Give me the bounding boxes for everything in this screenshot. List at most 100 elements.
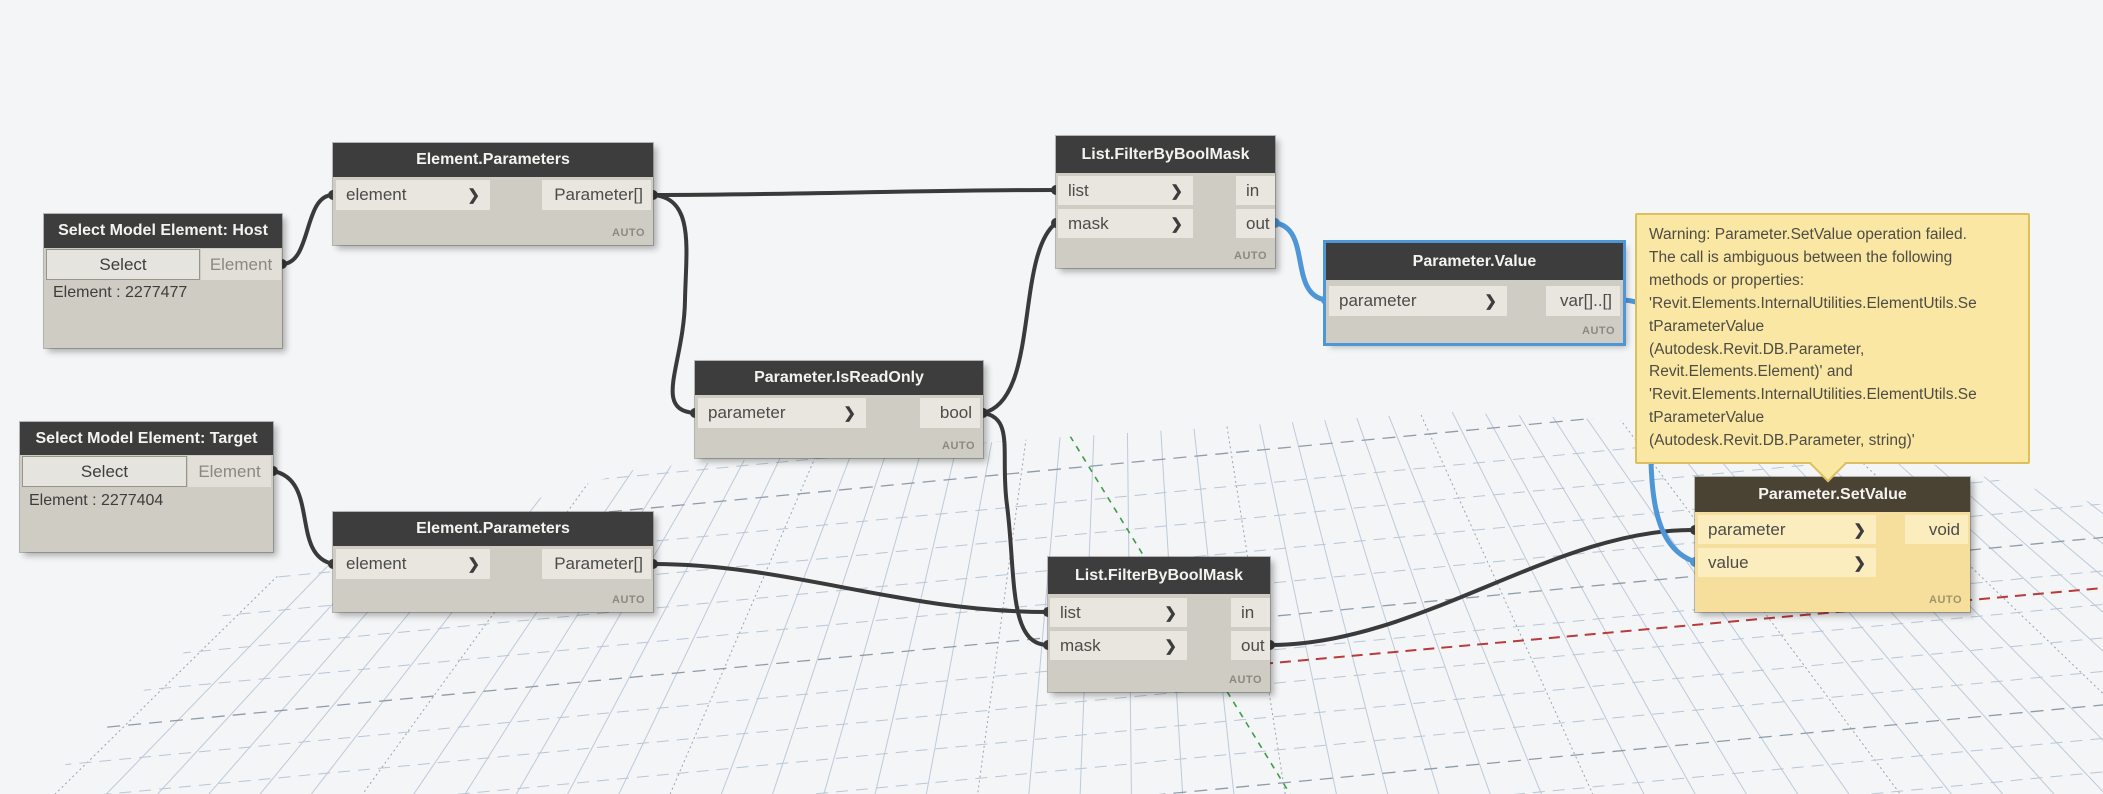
grid-line xyxy=(1119,412,2103,794)
grid-line xyxy=(1119,412,1673,794)
node-select-model-element-target[interactable]: Select Model Element: Target Select Elem… xyxy=(20,422,273,552)
grid-line xyxy=(159,412,1121,794)
input-port-element[interactable]: element ❯ xyxy=(336,180,490,210)
grid-line xyxy=(807,412,1121,794)
node-title[interactable]: Element.Parameters xyxy=(333,143,653,177)
wire-params-to-filter-list[interactable] xyxy=(651,188,1058,197)
port-label: out xyxy=(1246,213,1270,233)
port-label: element xyxy=(346,185,407,204)
output-port-bool[interactable]: bool xyxy=(920,398,980,428)
port-label: value xyxy=(1708,552,1749,572)
grid-line xyxy=(28,498,2103,710)
green-gridline xyxy=(1069,435,1291,794)
grid-line xyxy=(1119,412,1889,794)
input-port-mask[interactable]: mask ❯ xyxy=(1058,209,1193,238)
port-label: in xyxy=(1241,602,1255,622)
node-parameter-isreadonly[interactable]: Parameter.IsReadOnly parameter ❯ bool AU… xyxy=(695,361,983,458)
node-title[interactable]: Element.Parameters xyxy=(333,512,653,546)
lacing-label: AUTO xyxy=(942,440,975,452)
output-port-parameters[interactable]: Parameter[] xyxy=(542,180,651,210)
grid-line xyxy=(28,732,2103,794)
wire-target-to-params[interactable] xyxy=(271,469,335,566)
port-label: list xyxy=(1068,180,1089,200)
grid-line xyxy=(267,412,1121,794)
wire-bool-to-top-mask[interactable] xyxy=(981,221,1058,415)
node-element-parameters-bottom[interactable]: Element.Parameters element ❯ Parameter[]… xyxy=(333,512,653,612)
input-port-value[interactable]: value ❯ xyxy=(1698,548,1876,577)
output-port-in[interactable]: in xyxy=(1236,176,1275,205)
grid-line xyxy=(1119,412,1619,794)
grid-line xyxy=(591,412,1121,794)
node-title[interactable]: Select Model Element: Target xyxy=(20,422,273,455)
output-port-void[interactable]: void xyxy=(1905,515,1968,544)
grid-line xyxy=(969,412,1121,794)
output-port-parameters[interactable]: Parameter[] xyxy=(542,549,651,579)
input-port-element[interactable]: element ❯ xyxy=(336,549,490,579)
chevron-right-icon: ❯ xyxy=(1484,293,1497,310)
grid-line xyxy=(28,565,2103,777)
node-title[interactable]: List.FilterByBoolMask xyxy=(1048,557,1270,594)
grid-line xyxy=(1119,412,1727,794)
output-port-out[interactable]: out xyxy=(1231,631,1270,660)
node-list-filterbyboolmask-top[interactable]: List.FilterByBoolMask list ❯ mask ❯ in o… xyxy=(1056,136,1275,268)
port-label: bool xyxy=(939,403,972,422)
node-element-parameters-top[interactable]: Element.Parameters element ❯ Parameter[]… xyxy=(333,143,653,245)
input-port-list[interactable]: list ❯ xyxy=(1050,598,1187,627)
chevron-right-icon: ❯ xyxy=(1170,182,1183,200)
node-title[interactable]: List.FilterByBoolMask xyxy=(1056,136,1275,173)
lacing-label: AUTO xyxy=(1582,325,1615,337)
lacing-label: AUTO xyxy=(612,227,645,239)
chevron-right-icon: ❯ xyxy=(1164,604,1177,622)
wire-host-to-params[interactable] xyxy=(280,193,335,266)
wire-filterout-to-paramvalue[interactable] xyxy=(1272,220,1329,303)
wire-params-to-isreadonly[interactable] xyxy=(651,193,697,415)
input-port-parameter[interactable]: parameter ❯ xyxy=(1698,515,1876,544)
output-port-element[interactable]: Element xyxy=(188,456,271,487)
grid-line xyxy=(699,412,1121,794)
port-label: parameter xyxy=(1708,519,1786,539)
output-port-out[interactable]: out xyxy=(1236,209,1275,238)
node-title[interactable]: Parameter.SetValue xyxy=(1695,477,1970,512)
grid-line xyxy=(1119,412,1403,794)
lacing-label: AUTO xyxy=(1229,674,1262,686)
node-title[interactable]: Parameter.Value xyxy=(1326,243,1623,280)
grid-line xyxy=(1119,412,2103,794)
node-list-filterbyboolmask-bottom[interactable]: List.FilterByBoolMask list ❯ mask ❯ in o… xyxy=(1048,557,1270,692)
output-port-element[interactable]: Element xyxy=(201,249,281,280)
grid-line xyxy=(1119,412,2103,794)
node-select-model-element-host[interactable]: Select Model Element: Host Select Elemen… xyxy=(44,214,282,348)
chevron-right-icon: ❯ xyxy=(1853,554,1866,572)
wire-filterout-to-setvalue-parameter[interactable] xyxy=(1268,527,1697,647)
selected-element-value: Element : 2277477 xyxy=(53,284,188,301)
node-parameter-setvalue[interactable]: Parameter.SetValue parameter ❯ value ❯ v… xyxy=(1695,477,1970,612)
input-port-parameter[interactable]: parameter ❯ xyxy=(1329,286,1507,316)
select-button[interactable]: Select xyxy=(22,456,187,487)
port-label: parameter xyxy=(708,403,786,422)
node-title[interactable]: Select Model Element: Host xyxy=(44,214,282,248)
port-label: in xyxy=(1246,180,1260,200)
chevron-right-icon: ❯ xyxy=(467,556,480,573)
chevron-right-icon: ❯ xyxy=(1164,637,1177,655)
grid-line xyxy=(429,412,1121,794)
grid-line xyxy=(1119,412,2051,794)
grid-line xyxy=(28,412,2103,577)
node-title[interactable]: Parameter.IsReadOnly xyxy=(695,361,983,395)
wire-params-to-filter-list-bottom[interactable] xyxy=(651,562,1050,614)
node-parameter-value[interactable]: Parameter.Value parameter ❯ var[]..[] AU… xyxy=(1326,243,1623,343)
grid-line xyxy=(28,766,2103,794)
grid-line xyxy=(28,598,2103,794)
select-button[interactable]: Select xyxy=(46,249,200,280)
lacing-label: AUTO xyxy=(612,594,645,606)
grid-line xyxy=(1119,412,1781,794)
input-port-parameter[interactable]: parameter ❯ xyxy=(698,398,866,428)
input-port-list[interactable]: list ❯ xyxy=(1058,176,1193,205)
grid-line xyxy=(1119,412,1457,794)
grid-line xyxy=(51,412,1121,794)
output-port-var[interactable]: var[]..[] xyxy=(1546,286,1620,316)
port-label: out xyxy=(1241,635,1265,655)
output-port-in[interactable]: in xyxy=(1231,598,1270,627)
input-port-mask[interactable]: mask ❯ xyxy=(1050,631,1187,660)
wire-bool-to-bottom-mask[interactable] xyxy=(981,411,1050,647)
lacing-label: AUTO xyxy=(1929,594,1962,606)
